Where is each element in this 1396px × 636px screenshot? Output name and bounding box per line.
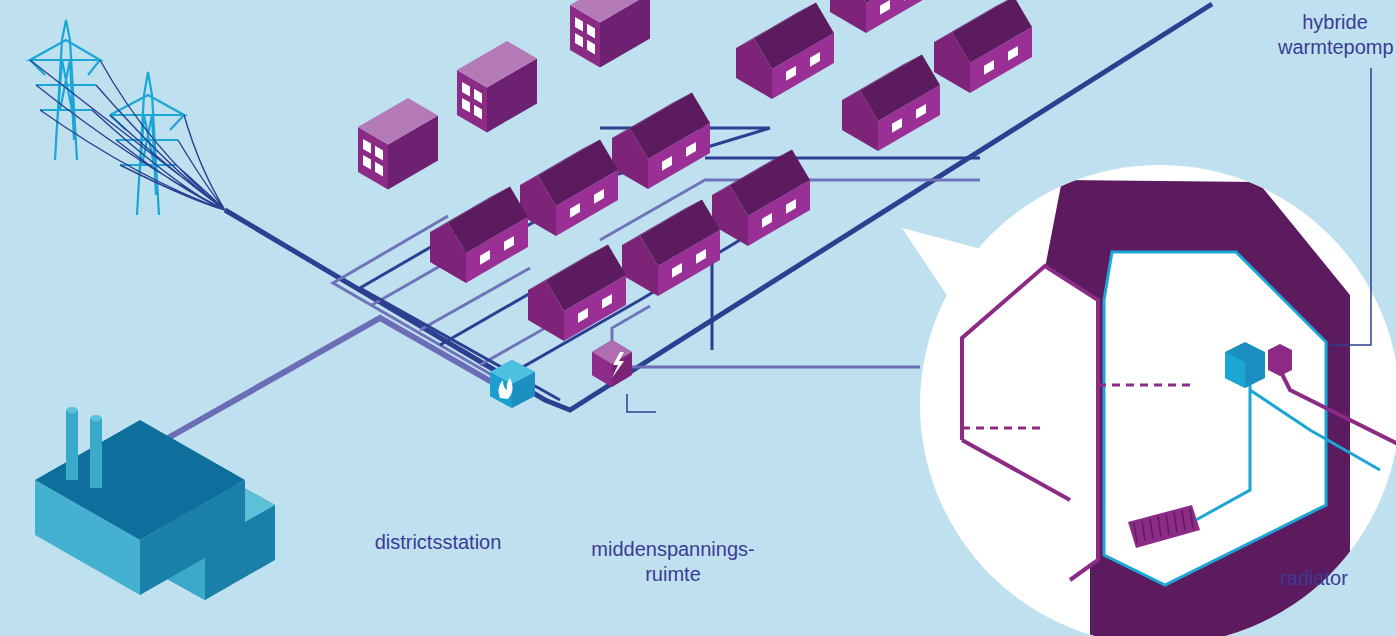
house-face [602,294,612,309]
house-face [860,54,940,120]
house-face [570,0,650,22]
leader-line [627,394,656,412]
house-face [375,162,383,177]
power-pylons [30,20,184,215]
house-face [762,213,772,228]
house-face [892,118,902,133]
house-cutaway [962,180,1396,636]
house-face [880,0,890,15]
houses [358,0,1032,341]
radiator-fin [1142,521,1145,541]
power-wires [30,60,225,210]
house-face [474,89,482,104]
house-face [686,142,696,157]
house-face [578,308,588,323]
house-face [786,66,796,81]
house-face [696,249,706,264]
part-label: hybride warmtepomp [1278,10,1392,60]
house-face [575,33,583,48]
house-face [462,98,470,113]
house-face [672,263,682,278]
station-label: middenspannings- ruimte [573,537,773,587]
station-label: districtsstation [348,530,528,555]
house-face [630,92,710,158]
radiator-fin [1166,515,1169,535]
house-face [538,139,618,205]
house-face [786,199,796,214]
leader-line [1330,68,1371,345]
house-face [358,98,438,144]
house-face [363,139,371,154]
house-face [830,0,866,33]
house-face [363,155,371,170]
house-face [462,82,470,97]
house-face [546,244,626,310]
part-label: radiator [1262,566,1366,591]
house-face [730,149,810,215]
radiator-fin [1174,513,1177,533]
house-face [575,17,583,32]
house-face [587,40,595,55]
house-face [457,41,537,87]
house-face [375,146,383,161]
house-face [916,104,926,119]
radiator-fin [1190,508,1193,528]
radiator-fin [1182,510,1185,530]
house-face [754,2,834,68]
house-face [587,24,595,39]
house-face [1008,46,1018,61]
house-face [480,250,490,265]
house-face [810,52,820,67]
medium-voltage-room [592,340,632,387]
house-face [662,156,672,171]
house-face [504,236,514,251]
house-face [594,189,604,204]
house-face [640,199,720,265]
house-face [474,105,482,120]
house-face [570,203,580,218]
cable [632,366,920,369]
house-face [984,60,994,75]
district-station [490,360,535,408]
power-plant [35,407,275,600]
house-face [952,0,1032,63]
radiator-fin [1150,519,1153,539]
radiator-fin [1158,517,1161,537]
house-face [904,0,914,1]
house-face [448,186,528,252]
radiator-fin [1134,523,1137,543]
house-face [866,0,928,33]
